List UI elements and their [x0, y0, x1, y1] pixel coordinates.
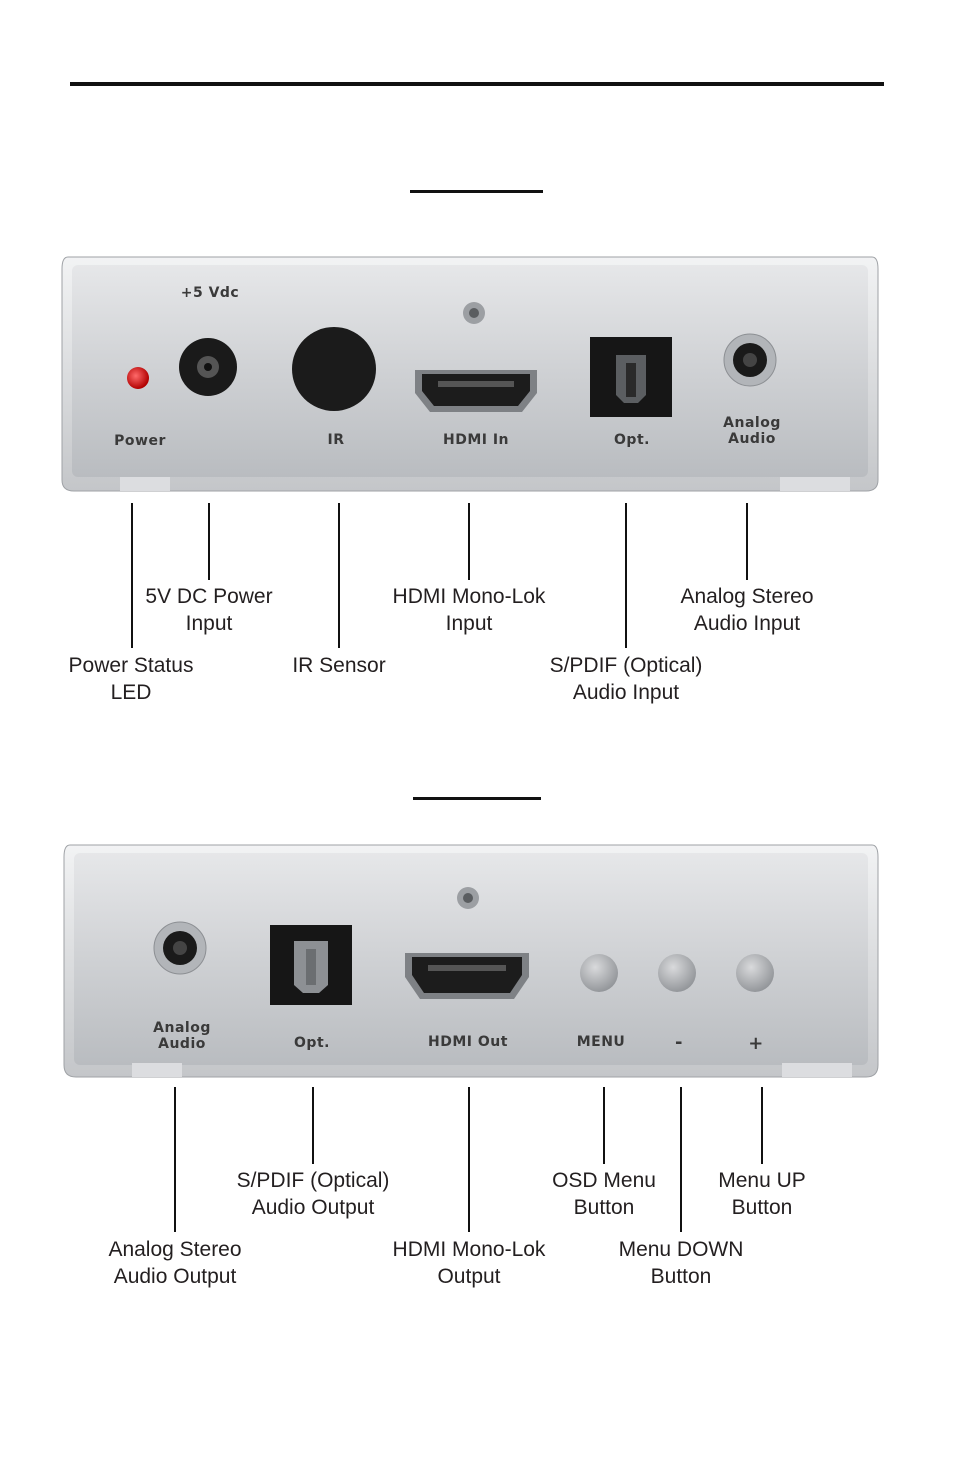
output-section-rule: [413, 797, 541, 800]
analog-audio-in-jack-icon: [723, 333, 777, 387]
silk-analog-line1: Analog: [723, 415, 781, 431]
optical-in-port-icon: [590, 337, 672, 417]
silk-opt: Opt.: [614, 432, 650, 448]
input-panel-photo: +5 Vdc Power IR HDMI In Opt. Analog Audi…: [61, 256, 879, 492]
leader-hdmi-in: [468, 503, 470, 580]
silk-ir: IR: [328, 432, 345, 448]
hdmi-out-port-icon: [405, 953, 529, 999]
plus-button-icon: [736, 954, 774, 992]
silk-plus: +: [748, 1033, 764, 1054]
silk-menu: MENU: [577, 1034, 626, 1050]
silk-analog-line2: Audio: [158, 1036, 206, 1052]
screw-icon: [463, 302, 485, 324]
silk-analog-line2: Audio: [728, 431, 776, 447]
silk-opt: Opt.: [294, 1035, 330, 1051]
leader-dc-power: [208, 503, 210, 580]
leader-osd-menu: [603, 1087, 605, 1164]
leader-menu-up: [761, 1087, 763, 1164]
leader-power-led: [131, 503, 133, 648]
input-section-rule: [410, 190, 543, 193]
ir-window-icon: [292, 327, 376, 411]
analog-audio-out-jack-icon: [153, 921, 207, 975]
screw-icon: [457, 887, 479, 909]
leader-analog-out: [174, 1087, 176, 1232]
leader-hdmi-out: [468, 1087, 470, 1232]
hdmi-in-port-icon: [415, 370, 537, 412]
callout-spdif-input: S/PDIF (Optical)Audio Input: [549, 654, 703, 704]
silk-minus: -: [675, 1032, 683, 1053]
dc-power-jack-icon: [179, 338, 237, 396]
header-rule: [70, 82, 884, 86]
leader-ir-sensor: [338, 503, 340, 648]
leader-spdif-out: [312, 1087, 314, 1164]
optical-out-port-icon: [270, 925, 352, 1005]
silk-hdmi-out: HDMI Out: [428, 1034, 508, 1050]
leader-menu-down: [680, 1087, 682, 1232]
power-led-icon: [127, 367, 149, 389]
silk-hdmi-in: HDMI In: [443, 432, 509, 448]
silk-power-voltage: +5 Vdc: [181, 285, 240, 301]
callout-ir-sensor: IR Sensor: [292, 654, 386, 677]
silk-analog-line1: Analog: [153, 1020, 211, 1036]
callout-spdif-output: S/PDIF (Optical)Audio Output: [236, 1169, 390, 1219]
leader-analog-in: [746, 503, 748, 580]
menu-button-icon: [580, 954, 618, 992]
silk-power: Power: [114, 433, 166, 449]
minus-button-icon: [658, 954, 696, 992]
leader-spdif-in: [625, 503, 627, 648]
output-panel-photo: Analog Audio Opt. HDMI Out MENU - +: [63, 844, 879, 1078]
